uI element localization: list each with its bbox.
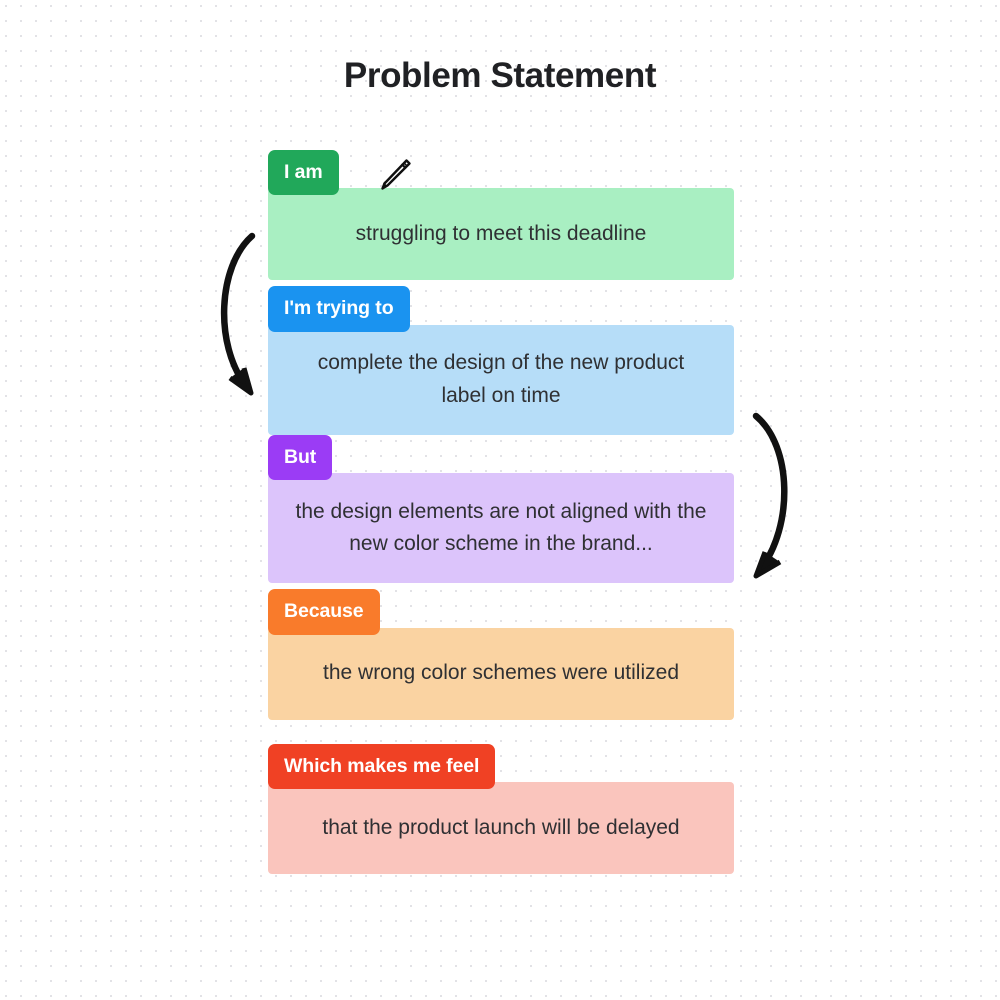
problem-card-but: But the design elements are not aligned … (268, 434, 734, 584)
arrow-right-down-icon (752, 412, 788, 579)
card-label-which-makes-me-feel[interactable]: Which makes me feel (268, 743, 496, 790)
page-title: Problem Statement (343, 56, 657, 95)
card-body-which-makes-me-feel: that the product launch will be delayed (268, 782, 734, 875)
card-body-because: the wrong color schemes were utilized (268, 627, 734, 720)
card-label-but[interactable]: But (268, 434, 333, 481)
pencil-icon (368, 152, 416, 200)
problem-statement-card-stack: I am struggling to meet this deadline I'… (268, 150, 734, 875)
card-label-im-trying-to[interactable]: I'm trying to (268, 286, 410, 332)
problem-card-because: Because the wrong color schemes were uti… (268, 589, 734, 720)
problem-card-im-trying-to: I'm trying to complete the design of the… (268, 286, 734, 435)
card-label-because[interactable]: Because (268, 589, 380, 635)
card-body-im-trying-to: complete the design of the new product l… (268, 324, 734, 435)
card-label-i-am[interactable]: I am (268, 150, 339, 196)
arrow-left-down-icon (220, 232, 256, 396)
card-body-but: the design elements are not aligned with… (268, 473, 734, 584)
problem-card-which-makes-me-feel: Which makes me feel that the product lau… (268, 743, 734, 875)
card-body-i-am: struggling to meet this deadline (268, 188, 734, 281)
problem-card-i-am: I am struggling to meet this deadline (268, 150, 734, 281)
